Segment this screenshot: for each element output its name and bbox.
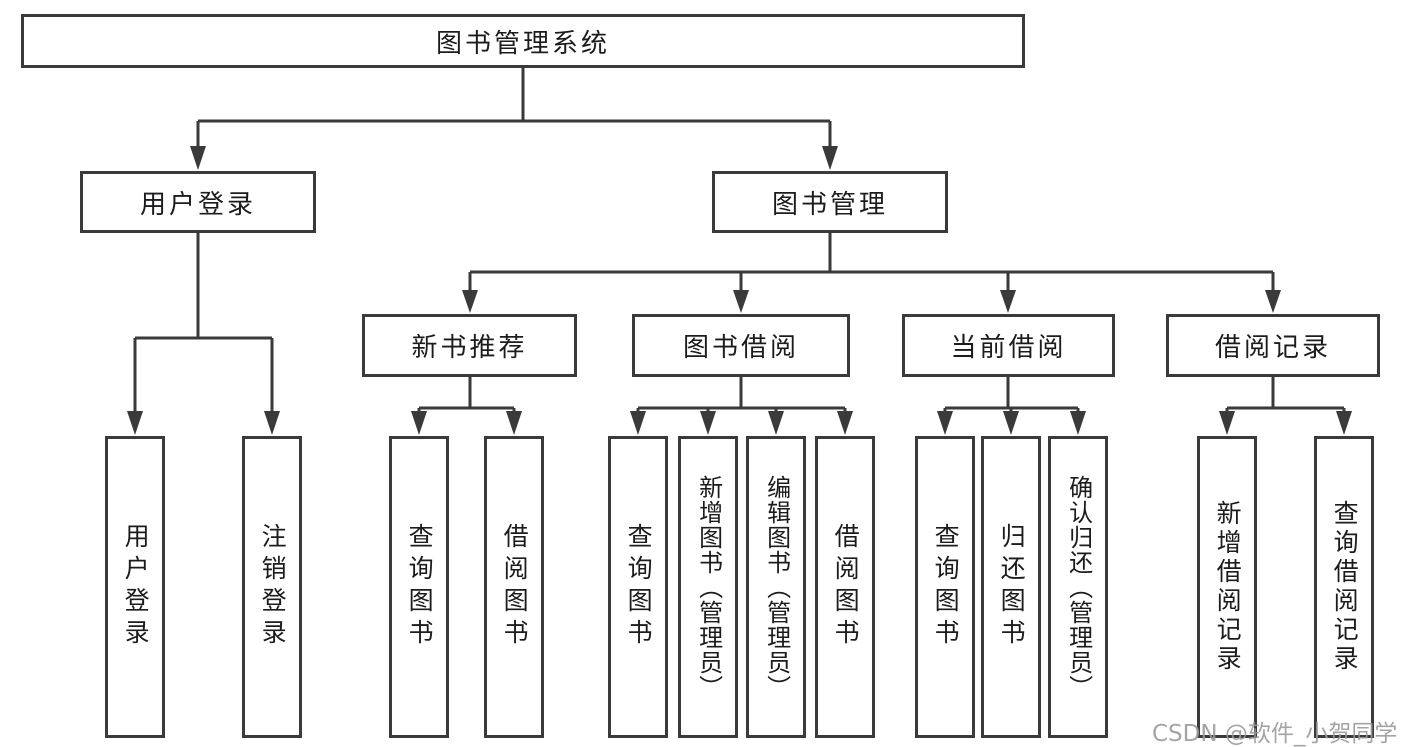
node-label: 编辑图书（管理员）	[762, 474, 791, 700]
leaf-add-book-admin: 新增图书（管理员）	[678, 436, 738, 738]
node-label: 用户登录	[139, 189, 256, 220]
node-label: 新增借阅记录	[1213, 500, 1243, 674]
connector-paths	[133, 68, 1346, 413]
node-label: 查询借阅记录	[1330, 500, 1360, 674]
node-new-book-recommend: 新书推荐	[362, 314, 577, 377]
arrowheads	[127, 146, 1352, 435]
node-library-management-system: 图书管理系统	[21, 14, 1025, 68]
node-current-borrow: 当前借阅	[902, 314, 1115, 377]
node-book-borrow: 图书借阅	[632, 314, 850, 377]
node-label: 借阅图书	[500, 523, 530, 651]
leaf-query-borrow-record: 查询借阅记录	[1314, 436, 1374, 738]
node-label: 图书管理系统	[435, 28, 610, 59]
leaf-edit-book-admin: 编辑图书（管理员）	[746, 436, 806, 738]
node-label: 新书推荐	[411, 333, 528, 363]
leaf-confirm-return-admin: 确认归还（管理员）	[1048, 436, 1108, 738]
node-label: 归还图书	[997, 523, 1027, 651]
leaf-logout: 注销登录	[242, 436, 302, 738]
node-label: 查询图书	[624, 523, 654, 651]
node-label: 当前借阅	[950, 333, 1067, 363]
node-label: 借阅记录	[1214, 333, 1331, 363]
leaf-query-books-recommend: 查询图书	[389, 436, 449, 738]
node-label: 图书管理	[771, 189, 888, 220]
node-borrow-records: 借阅记录	[1166, 314, 1380, 377]
leaf-add-borrow-record: 新增借阅记录	[1197, 436, 1257, 738]
csdn-watermark: CSDN @软件_小贺同学	[1152, 721, 1398, 747]
leaf-borrow-books-recommend: 借阅图书	[484, 436, 544, 738]
node-label: 借阅图书	[831, 523, 861, 651]
node-label: 用户登录	[121, 523, 151, 651]
node-label: 注销登录	[258, 523, 288, 651]
node-label: 查询图书	[931, 523, 961, 651]
leaf-user-login: 用户登录	[105, 436, 165, 738]
node-label: 确认归还（管理员）	[1064, 474, 1093, 700]
node-user-login: 用户登录	[80, 171, 316, 233]
leaf-query-books-current: 查询图书	[915, 436, 975, 738]
node-label: 新增图书（管理员）	[694, 474, 723, 700]
node-label: 图书借阅	[682, 333, 799, 363]
leaf-borrow-books: 借阅图书	[815, 436, 875, 738]
leaf-query-books-borrow: 查询图书	[608, 436, 668, 738]
node-label: 查询图书	[405, 523, 435, 651]
leaf-return-books: 归还图书	[981, 436, 1041, 738]
node-book-management: 图书管理	[712, 171, 948, 233]
